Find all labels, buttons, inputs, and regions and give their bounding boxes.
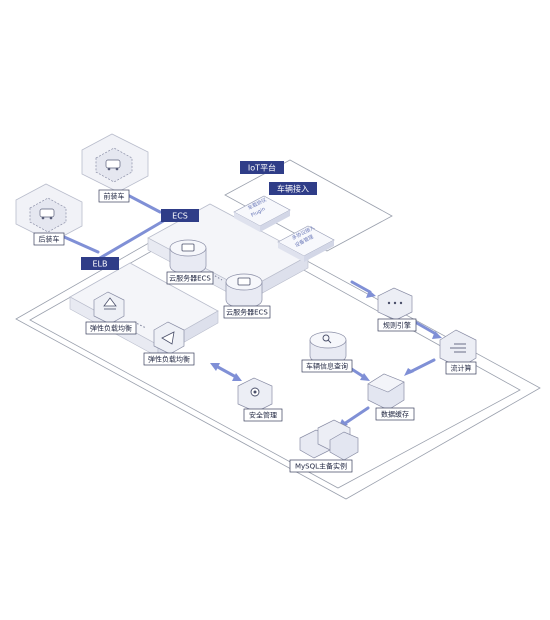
- dots-icon: [387, 301, 403, 305]
- label-text: 规则引擎: [383, 321, 411, 330]
- line-cache-mysql: [342, 406, 370, 426]
- line-car-left-elb: [60, 234, 100, 254]
- label-text: 安全管理: [249, 411, 277, 420]
- label-text: 流计算: [451, 364, 472, 373]
- node-ecs-server-1[interactable]: [169, 239, 207, 275]
- line-elb-security: [214, 364, 238, 379]
- arrowhead-stream: [432, 331, 442, 339]
- node-mysql[interactable]: [299, 419, 359, 461]
- label-elb-2: 弹性负载均衡: [143, 352, 195, 366]
- node-stream-compute[interactable]: [439, 329, 477, 369]
- tag-text: ELB: [93, 260, 108, 269]
- node-front-car[interactable]: [81, 133, 149, 193]
- label-text: 云服务器ECS: [169, 274, 211, 283]
- label-text: MySQL主备实例: [295, 462, 347, 471]
- label-ecs-server-2: 云服务器ECS: [223, 305, 271, 319]
- label-text: 弹性负载均衡: [90, 324, 132, 333]
- connections: [60, 188, 438, 426]
- tag-ecs: ECS: [161, 209, 199, 222]
- balancer-icon: [161, 331, 175, 345]
- node-data-cache[interactable]: [367, 373, 405, 411]
- label-mysql: MySQL主备实例: [289, 459, 353, 473]
- line-stream-cache: [408, 358, 436, 374]
- arrowhead-rule: [366, 290, 376, 298]
- tag-elb: ELB: [81, 257, 119, 270]
- node-rear-car[interactable]: [15, 183, 83, 243]
- label-text: 弹性负载均衡: [148, 355, 190, 364]
- label-elb-1: 弹性负载均衡: [85, 321, 137, 335]
- server-icon: [237, 277, 251, 286]
- label-front-car: 前装车: [98, 189, 130, 203]
- label-text: 车辆信息查询: [306, 362, 348, 371]
- line-iot-rule: [350, 280, 372, 294]
- tag-vehicle-access: 车辆接入: [269, 182, 317, 195]
- node-elb-1[interactable]: [93, 291, 125, 325]
- label-vehicle-query: 车辆信息查询: [301, 359, 353, 373]
- label-data-cache: 数据缓存: [375, 407, 415, 421]
- car-icon: [39, 208, 55, 220]
- tag-text: IoT平台: [248, 163, 276, 173]
- platform-outlines: [15, 207, 541, 500]
- label-ecs-server-1: 云服务器ECS: [166, 271, 214, 285]
- search-icon: [322, 334, 332, 344]
- balancer-icon: [103, 297, 117, 307]
- label-rear-car: 后装车: [33, 232, 65, 246]
- flow-icon: [450, 343, 466, 353]
- label-text: 数据缓存: [381, 410, 409, 419]
- arrowhead-cache2: [360, 373, 370, 381]
- arrowhead-cache: [404, 368, 414, 376]
- label-text: 后装车: [39, 235, 60, 244]
- node-ecs-server-2[interactable]: [225, 273, 263, 309]
- label-text: 云服务器ECS: [226, 308, 268, 317]
- node-rule-engine[interactable]: [377, 287, 413, 321]
- label-stream-compute: 流计算: [445, 361, 477, 375]
- arrowhead-elb: [210, 363, 220, 371]
- tag-text: ECS: [172, 212, 188, 221]
- tag-text: 车辆接入: [277, 184, 309, 194]
- label-rule-engine: 规则引擎: [377, 318, 417, 332]
- server-icon: [181, 243, 195, 252]
- node-vehicle-query[interactable]: [309, 331, 347, 365]
- label-security: 安全管理: [243, 408, 283, 422]
- label-text: 前装车: [104, 192, 125, 201]
- line-ecs-elb: [98, 218, 167, 260]
- node-elb-2[interactable]: [153, 321, 185, 355]
- node-security[interactable]: [237, 377, 273, 413]
- elb-dots: [133, 321, 147, 329]
- line-rule-stream: [413, 320, 438, 336]
- shield-gear-icon: [250, 387, 260, 397]
- car-icon: [105, 159, 121, 171]
- arrowhead-security: [232, 373, 242, 381]
- tag-iot-platform: IoT平台: [240, 161, 284, 174]
